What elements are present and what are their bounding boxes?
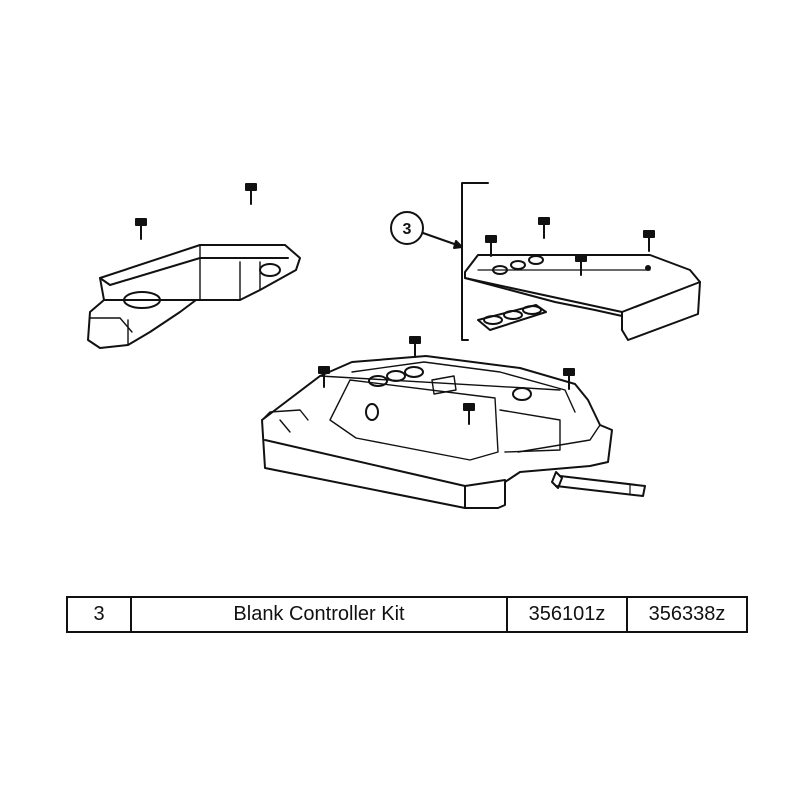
screw-icon [463,403,475,425]
rear-cover-part [87,244,301,349]
blank-controller-cover [464,254,701,341]
base-housing-part [261,355,613,509]
screw-icon [563,368,575,390]
screw-icon [485,235,497,257]
callout-bubble [390,211,463,249]
part-number-cell: 356338z [626,596,748,633]
screw-icon [538,217,550,239]
description-cell: Blank Controller Kit [130,596,508,633]
screw-icon [643,230,655,252]
parts-table: 3 Blank Controller Kit 356101z 356338z [66,596,748,633]
screw-icon [318,366,330,388]
screw-icon [409,336,421,358]
kit-bracket [461,182,489,341]
screw-icon [575,254,587,276]
screw-icon [245,183,257,205]
ref-number-cell: 3 [66,596,132,633]
bolt-part [551,471,646,497]
screw-icon [135,218,147,240]
part-number-cell: 356101z [506,596,628,633]
button-pad-part [477,304,547,331]
exploded-parts-diagram: 3 [87,182,701,509]
callout-number: 3 [403,221,412,238]
table-row: 3 Blank Controller Kit 356101z 356338z [66,596,748,633]
